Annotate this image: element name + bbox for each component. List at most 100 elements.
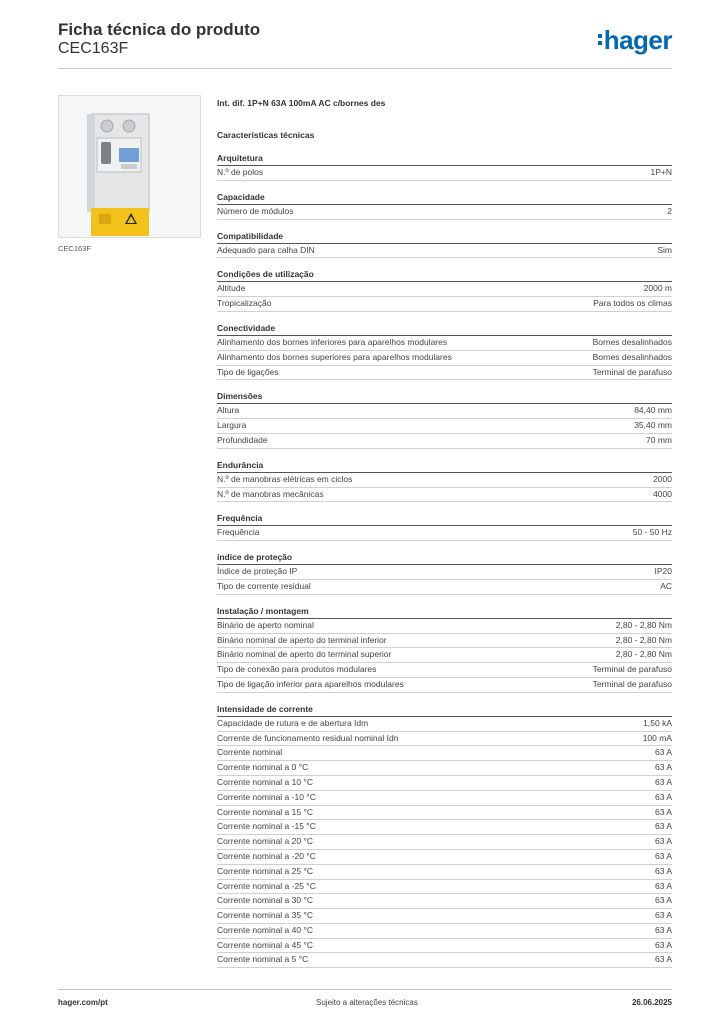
spec-value: 50 - 50 Hz (632, 527, 672, 538)
spec-value: 35,40 mm (634, 420, 672, 431)
spec-group-title: Condições de utilização (217, 267, 672, 283)
spec-label: Tipo de conexão para produtos modulares (217, 664, 377, 675)
spec-value: Bornes desalinhados (592, 336, 672, 347)
spec-label: Corrente nominal (217, 747, 283, 758)
spec-value: 63 A (654, 954, 672, 965)
spec-row: Binário nominal de aperto do terminal in… (217, 634, 672, 649)
header-divider (58, 68, 672, 69)
page-header: Ficha técnica do produto CEC163F hager (58, 20, 673, 58)
spec-row: Corrente nominal a -20 °C 63 A (217, 850, 672, 865)
product-image (58, 95, 201, 238)
spec-value: 2000 (653, 473, 672, 484)
spec-group-title: Intensidade de corrente (217, 702, 672, 717)
spec-content: Int. dif. 1P+N 63A 100mA AC c/bornes des… (217, 96, 672, 969)
spec-label: Corrente nominal a 5 °C (217, 954, 309, 965)
spec-value: 2 (667, 205, 672, 216)
spec-group-title: Frequência (217, 511, 672, 527)
footer-divider (58, 989, 672, 990)
spec-row: Tipo de conexão para produtos modulares T… (217, 663, 672, 678)
spec-value: Terminal de parafuso (592, 366, 672, 377)
spec-label: Corrente nominal a 15 °C (217, 806, 314, 817)
spec-label: Corrente de funcionamento residual nomin… (217, 732, 399, 743)
spec-value: 2000 m (643, 283, 672, 294)
spec-label: Binário nominal de aperto do terminal in… (217, 634, 387, 645)
spec-value: 84,40 mm (634, 405, 672, 416)
product-name: Int. dif. 1P+N 63A 100mA AC c/bornes des (217, 98, 386, 108)
spec-label: Corrente nominal a 10 °C (217, 776, 314, 787)
spec-label: Tropicalização (217, 298, 272, 309)
spec-label: Capacidade de rutura e de abertura Idm (217, 717, 369, 728)
spec-row: Binário de aperto nominal 2,80 - 2,80 Nm (217, 619, 672, 634)
spec-row: Altitude 2000 m (217, 282, 672, 298)
spec-row: N.º de polos 1P+N (217, 166, 672, 181)
spec-value: 63 A (654, 747, 672, 758)
spec-label: Binário de aperto nominal (217, 619, 314, 630)
spec-value: IP20 (654, 566, 673, 577)
spec-label: Tipo de ligação inferior para aparelhos … (217, 678, 404, 689)
spec-group-title: Instalação / montagem (217, 604, 672, 619)
spec-row: Índice de proteção IP IP20 (217, 565, 672, 580)
spec-row: Binário nominal de aperto do terminal su… (217, 648, 672, 664)
spec-value: Para todos os climas (593, 298, 672, 309)
spec-label: Corrente nominal a 40 °C (217, 924, 314, 935)
spec-row: Tropicalização Para todos os climas (217, 297, 672, 312)
spec-group-title: Capacidade (217, 190, 672, 205)
logo-text: hager (603, 25, 673, 55)
spec-label: N.º de polos (217, 167, 264, 177)
spec-label: Índice de proteção IP (217, 566, 298, 577)
spec-row: Tipo de ligação inferior para aparelhos … (217, 678, 672, 693)
spec-value: AC (660, 580, 672, 591)
spec-value: 63 A (654, 865, 672, 876)
spec-group-title: Compatibilidade (217, 229, 672, 244)
spec-label: Alinhamento dos bornes superiores para a… (217, 351, 452, 362)
spec-value: 4000 (653, 488, 672, 499)
spec-value: 100 mA (642, 732, 672, 743)
spec-label: Corrente nominal a -20 °C (217, 850, 316, 861)
spec-row: Corrente nominal a 25 °C 63 A (217, 865, 672, 880)
spec-value: Terminal de parafuso (592, 664, 672, 675)
spec-row: Frequência 50 - 50 Hz (217, 526, 672, 542)
spec-value: 1P+N (650, 167, 673, 177)
logo-colon-icon (597, 34, 603, 48)
spec-label: Alinhamento dos bornes inferiores para a… (217, 336, 448, 347)
spec-value: Terminal de parafuso (592, 678, 672, 689)
spec-group-title: Conectividade (217, 321, 672, 336)
footer-website: hager.com/pt (58, 998, 108, 1007)
spec-value: 63 A (654, 910, 672, 921)
spec-value: 2,80 - 2,80 Nm (615, 619, 672, 630)
spec-value: 70 mm (646, 434, 672, 445)
spec-label: Tipo de corrente residual (217, 580, 311, 591)
spec-label: Corrente nominal a 25 °C (217, 865, 314, 876)
spec-value: 2,80 - 2,80 Nm (615, 634, 672, 645)
image-caption: CEC163F (58, 244, 91, 253)
spec-group-title: índice de proteção (217, 550, 672, 566)
rcd-device-illustration (59, 96, 200, 237)
footer-date: 26.06.2025 (631, 998, 672, 1007)
spec-label: Corrente nominal a 30 °C (217, 895, 314, 906)
spec-group-title: Dimensões (217, 389, 672, 405)
spec-value: 63 A (654, 850, 672, 861)
spec-row: Corrente nominal a 5 °C 63 A (217, 953, 672, 969)
spec-label: Frequência (217, 527, 260, 538)
spec-group-title: Endurância (217, 458, 672, 473)
spec-label: Corrente nominal a 20 °C (217, 836, 314, 847)
spec-value: 2,80 - 2,80 Nm (615, 649, 672, 660)
spec-value: 63 A (654, 821, 672, 832)
spec-value: 63 A (654, 880, 672, 891)
spec-label: Altitude (217, 283, 246, 294)
page-title: Ficha técnica do produto (58, 20, 261, 39)
